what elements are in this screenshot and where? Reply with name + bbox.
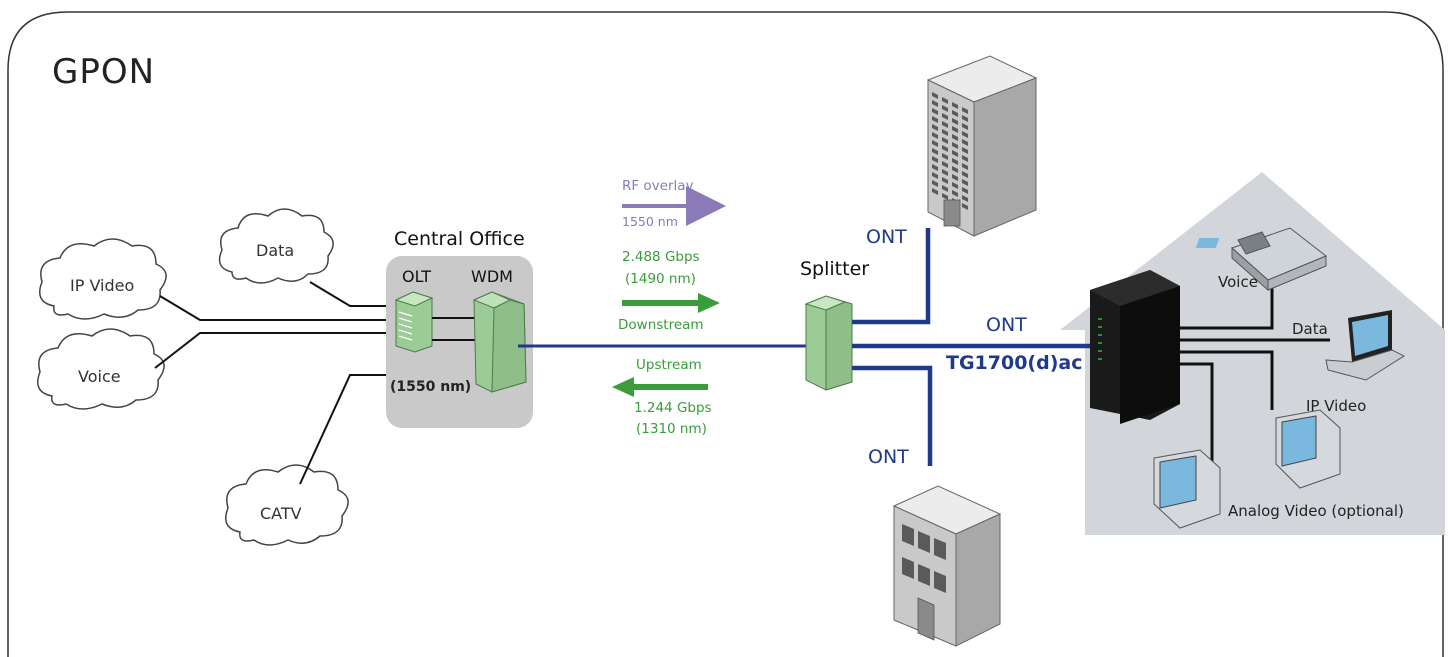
tower-window (932, 92, 938, 99)
tower-window (962, 115, 968, 122)
tower-window (952, 110, 958, 117)
tower-window (952, 150, 958, 157)
analog-video-monitor-icon (1153, 449, 1221, 529)
tower-window (962, 107, 968, 114)
tower-window (942, 153, 948, 160)
home-wiring (1180, 286, 1330, 462)
upstream-label: Upstream (636, 357, 702, 373)
splitter-label: Splitter (800, 258, 870, 280)
splitter-device (804, 295, 853, 391)
tower-window (932, 108, 938, 115)
diagram-title: GPON (52, 52, 156, 92)
wdm-label: WDM (471, 267, 513, 286)
tower-window (962, 203, 968, 210)
rf-overlay-label: RF overlay (622, 178, 694, 194)
tower-window (962, 163, 968, 170)
home-data-label: Data (1292, 320, 1328, 338)
home-voice-label: Voice (1218, 273, 1258, 291)
ont-home-label: ONT (986, 314, 1027, 336)
cloud-catv-label: CATV (260, 504, 302, 523)
downstream-label: Downstream (618, 317, 704, 333)
central-office-label: Central Office (394, 228, 525, 250)
tower-window (952, 174, 958, 181)
wdm-device (472, 291, 527, 393)
tower-window (952, 158, 958, 165)
tower-window (962, 171, 968, 178)
upstream-wavelength: (1310 nm) (636, 421, 707, 437)
tower-window (932, 124, 938, 131)
tower-window (952, 182, 958, 189)
tower-window (952, 190, 958, 197)
tower-window (942, 137, 948, 144)
splitter-fibers (852, 228, 1090, 466)
tower-window (932, 132, 938, 139)
tower-window (942, 161, 948, 168)
tower-window (932, 148, 938, 155)
outer-frame (7, 11, 1444, 657)
home-analog-video-label: Analog Video (optional) (1228, 502, 1404, 520)
cloud-data (218, 208, 334, 284)
tower-window (942, 129, 948, 136)
cloud-ip-video (39, 238, 167, 320)
central-office-wavelength: (1550 nm) (390, 379, 472, 395)
tower-window (932, 188, 938, 195)
cloud-ip-video-label: IP Video (70, 276, 135, 295)
laptop-icon (1325, 310, 1406, 381)
office-tower (926, 55, 1038, 237)
tower-window (962, 187, 968, 194)
tower-window (942, 193, 948, 200)
tower-window (962, 139, 968, 146)
olt-label: OLT (402, 267, 432, 286)
cloud-voice-label: Voice (78, 367, 121, 386)
tower-window (962, 179, 968, 186)
downstream-arrow (622, 293, 720, 313)
tower-window (952, 126, 958, 133)
tower-window (932, 156, 938, 163)
rf-wavelength-label: 1550 nm (622, 214, 678, 229)
tower-window (932, 140, 938, 147)
tower-window (942, 145, 948, 152)
tower-window (932, 164, 938, 171)
phone-icon (1195, 227, 1327, 292)
tower-window (962, 131, 968, 138)
tower-window (932, 180, 938, 187)
upstream-rate: 1.244 Gbps (634, 400, 712, 416)
tower-window (942, 113, 948, 120)
tower-window (942, 169, 948, 176)
upstream-arrow (612, 377, 708, 397)
apartment-building (892, 485, 1002, 647)
olt-server (394, 291, 434, 353)
tower-window (952, 166, 958, 173)
ont-bottom-label: ONT (868, 446, 909, 468)
downstream-rate: 2.488 Gbps (622, 249, 700, 265)
tower-window (942, 97, 948, 104)
ont-model-label: TG1700(d)ac (946, 352, 1083, 374)
tower-window (952, 134, 958, 141)
cloud-voice (37, 328, 165, 410)
service-lines (154, 281, 400, 485)
ip-video-monitor-icon (1275, 409, 1341, 489)
tower-window (952, 102, 958, 109)
ont-gateway (1090, 270, 1180, 424)
tower-window (962, 147, 968, 154)
tower-window (932, 116, 938, 123)
tower-window (952, 142, 958, 149)
tower-window (962, 123, 968, 130)
tower-window (942, 177, 948, 184)
tower-window (962, 195, 968, 202)
tower-window (932, 100, 938, 107)
tower-window (962, 155, 968, 162)
downstream-wavelength: (1490 nm) (625, 271, 696, 287)
tower-window (932, 172, 938, 179)
tower-window (942, 185, 948, 192)
tower-window (942, 121, 948, 128)
cloud-data-label: Data (256, 241, 295, 260)
tower-window (942, 105, 948, 112)
tower-window (952, 118, 958, 125)
home-ip-video-label: IP Video (1306, 397, 1367, 415)
cloud-catv (225, 464, 349, 546)
ont-top-label: ONT (866, 226, 907, 248)
